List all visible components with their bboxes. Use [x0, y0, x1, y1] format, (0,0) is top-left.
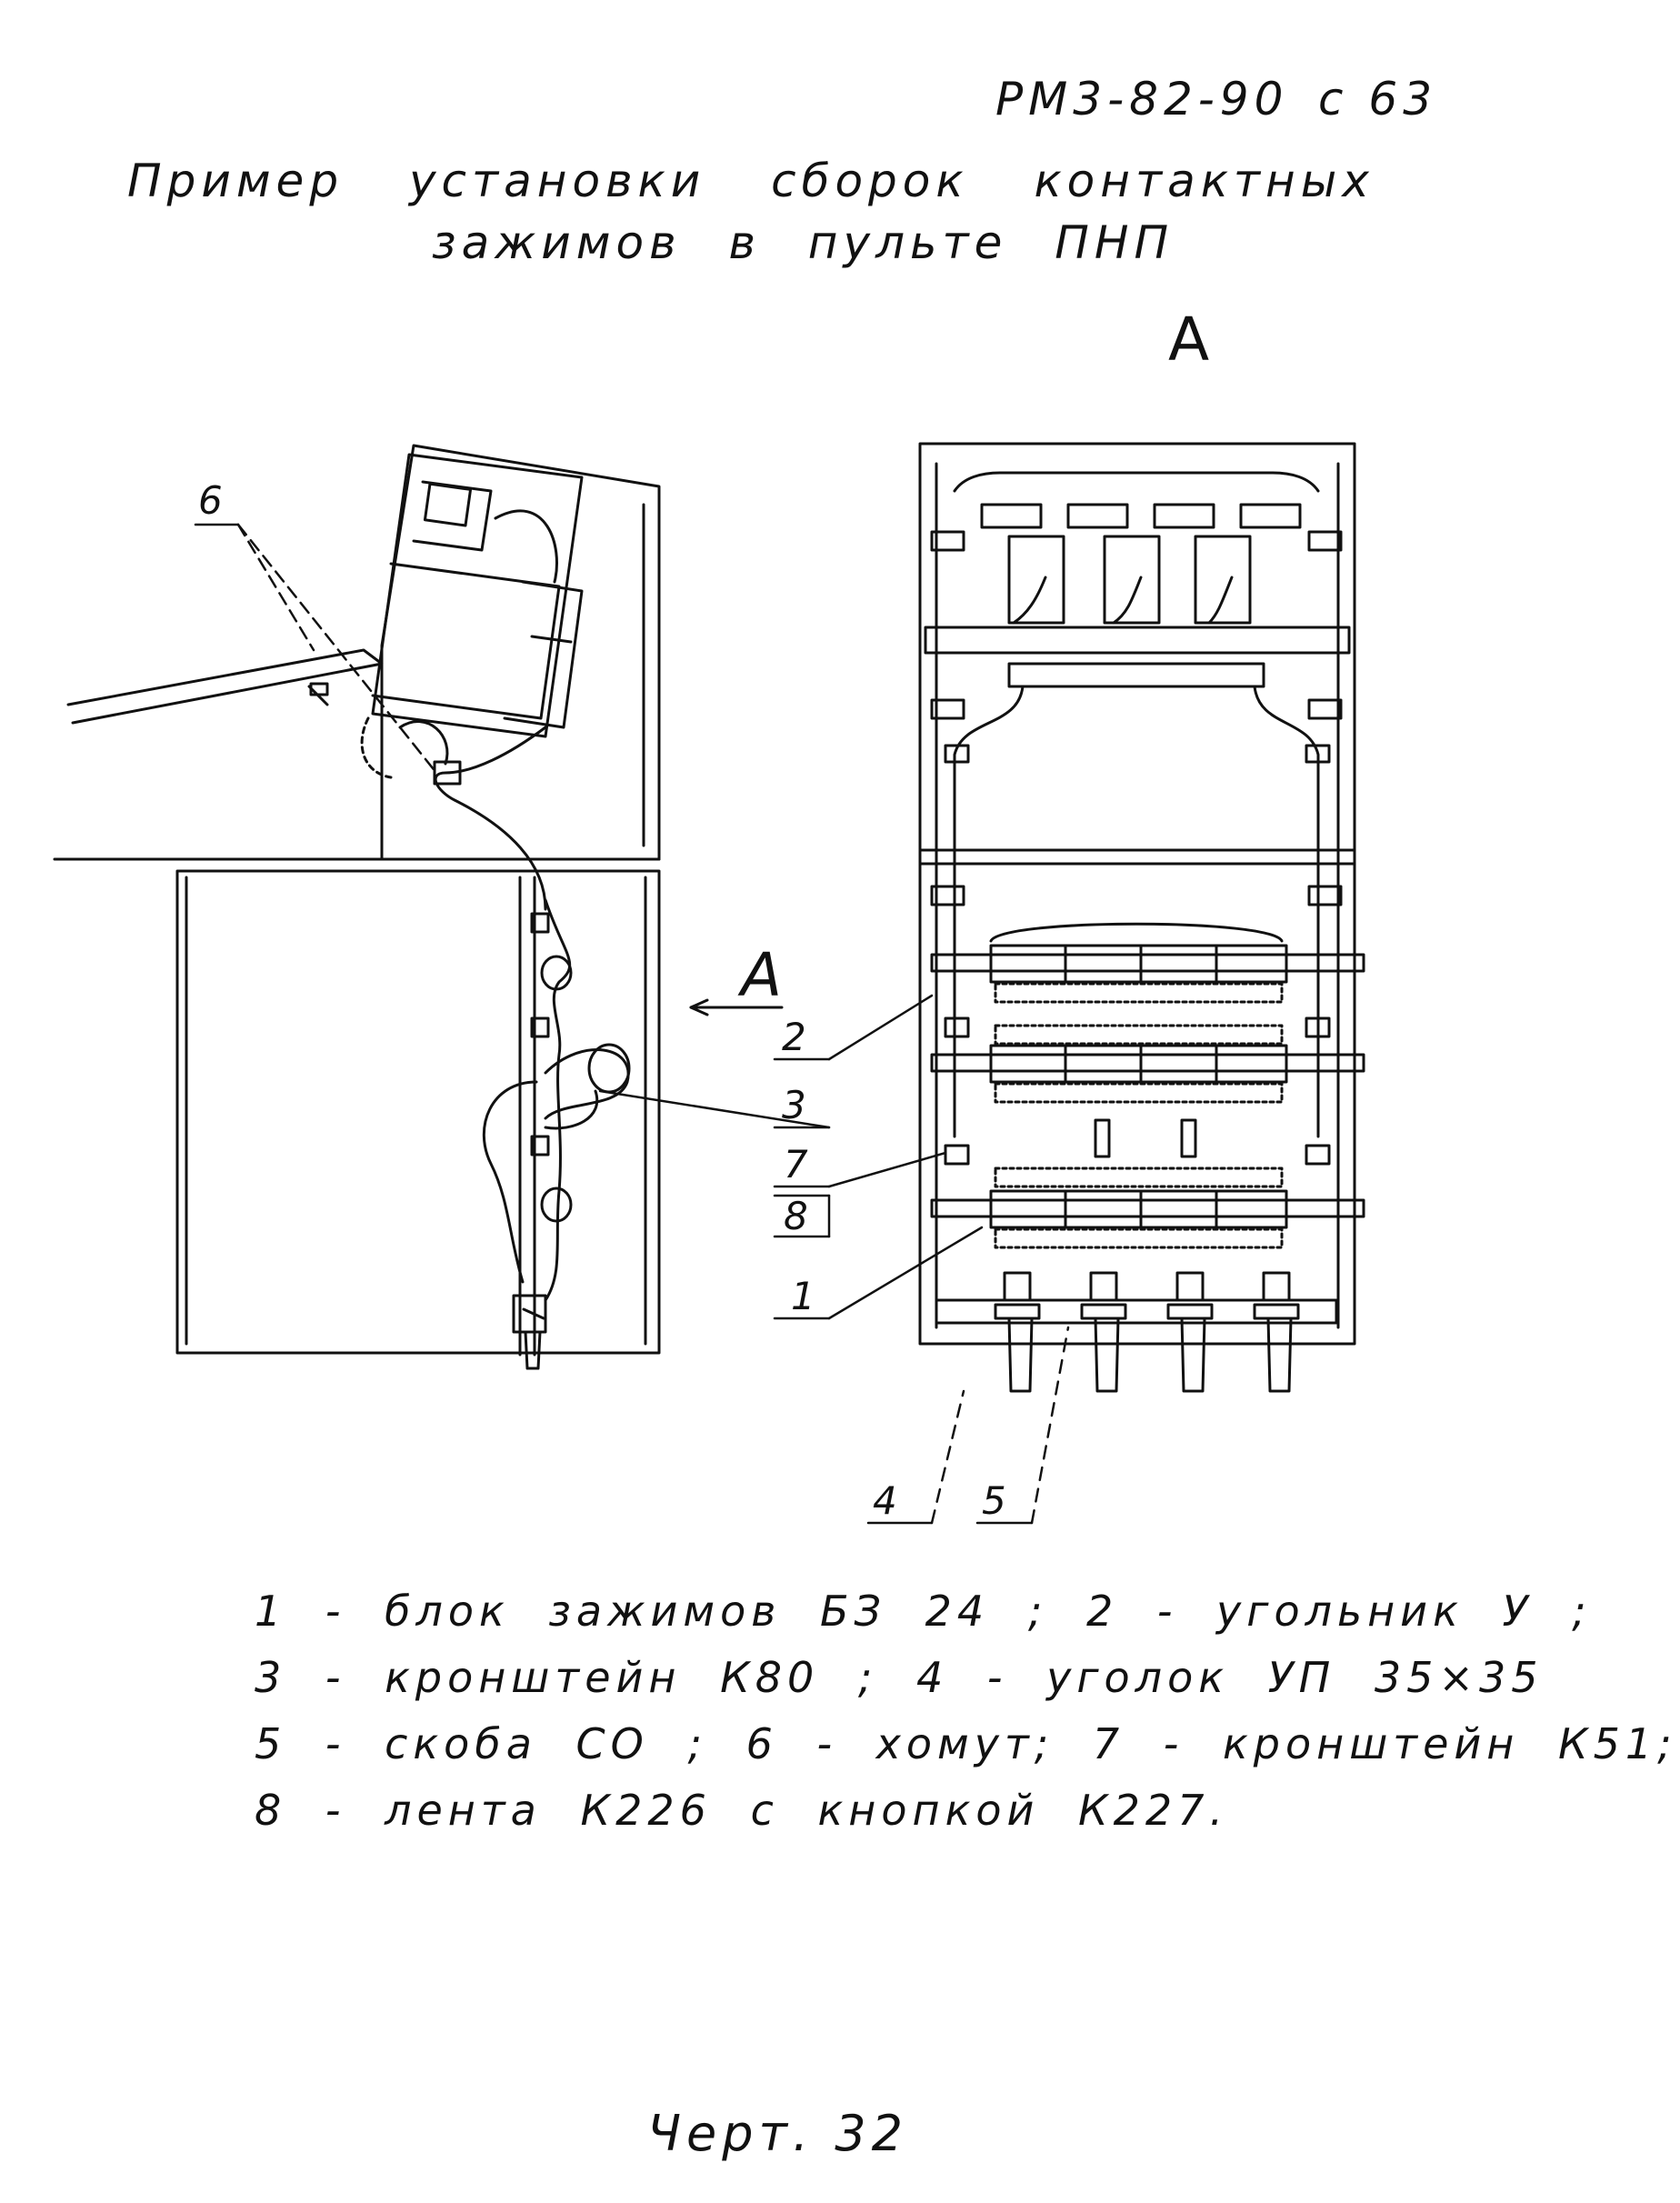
- view-a-label: А: [1168, 305, 1210, 375]
- leader-lines: [194, 523, 1070, 1525]
- bottom-bar: [935, 1298, 1338, 1325]
- callout-5: 5: [982, 1478, 1006, 1523]
- terminal-block-row-3: [930, 1167, 1365, 1249]
- callout-4: 4: [873, 1478, 897, 1523]
- callout-2: 2: [782, 1015, 806, 1059]
- top-heads: [980, 503, 1302, 625]
- callout-6: 6: [198, 478, 223, 523]
- document-code: РМ3-82-90: [995, 73, 1289, 125]
- view-arrow-a: [689, 998, 784, 1016]
- outer-frame: [918, 442, 1356, 1346]
- title-line-2: зажимов в пульте ПНП: [432, 216, 1175, 269]
- terminal-block-row-2: [930, 1024, 1365, 1158]
- glands: [994, 1271, 1300, 1393]
- legend-line-2: 3 - кронштейн К80 ; 4 - уголок УП 35×35: [255, 1653, 1544, 1702]
- cable: [434, 726, 547, 911]
- terminal-block-row-1: [930, 922, 1365, 1004]
- callout-8: 8: [784, 1194, 808, 1238]
- upper-cabinet: [380, 444, 661, 861]
- view-arrow-label: А: [737, 940, 782, 1010]
- side-view: [53, 444, 661, 1370]
- legend-line-3: 5 - скоба СО ; 6 - хомут; 7 - кронштейн …: [255, 1719, 1677, 1768]
- instrument-box: [371, 453, 584, 738]
- legend-line-4: 8 - лента К226 с кнопкой К227.: [255, 1786, 1229, 1835]
- figure-caption: Черт. 32: [647, 2105, 909, 2162]
- legend-line-1: 1 - блок зажимов БЗ 24 ; 2 - угольник У …: [255, 1587, 1592, 1636]
- callout-7: 7: [784, 1142, 808, 1187]
- upper-rail: [924, 626, 1351, 655]
- bracket-3: [544, 1048, 630, 1120]
- front-view: [918, 442, 1365, 1393]
- mid-connector: [1007, 662, 1265, 688]
- page-number: с 63: [1318, 73, 1438, 125]
- callout-3: 3: [782, 1083, 806, 1127]
- title-line-1: Пример установки сборок контактных: [127, 155, 1375, 207]
- desk-plate: [66, 648, 384, 725]
- lower-cabinet: [175, 869, 661, 1355]
- callout-numbers: 6 2 3 7 8 1 4 5: [198, 478, 1006, 1523]
- callout-1: 1: [791, 1274, 815, 1318]
